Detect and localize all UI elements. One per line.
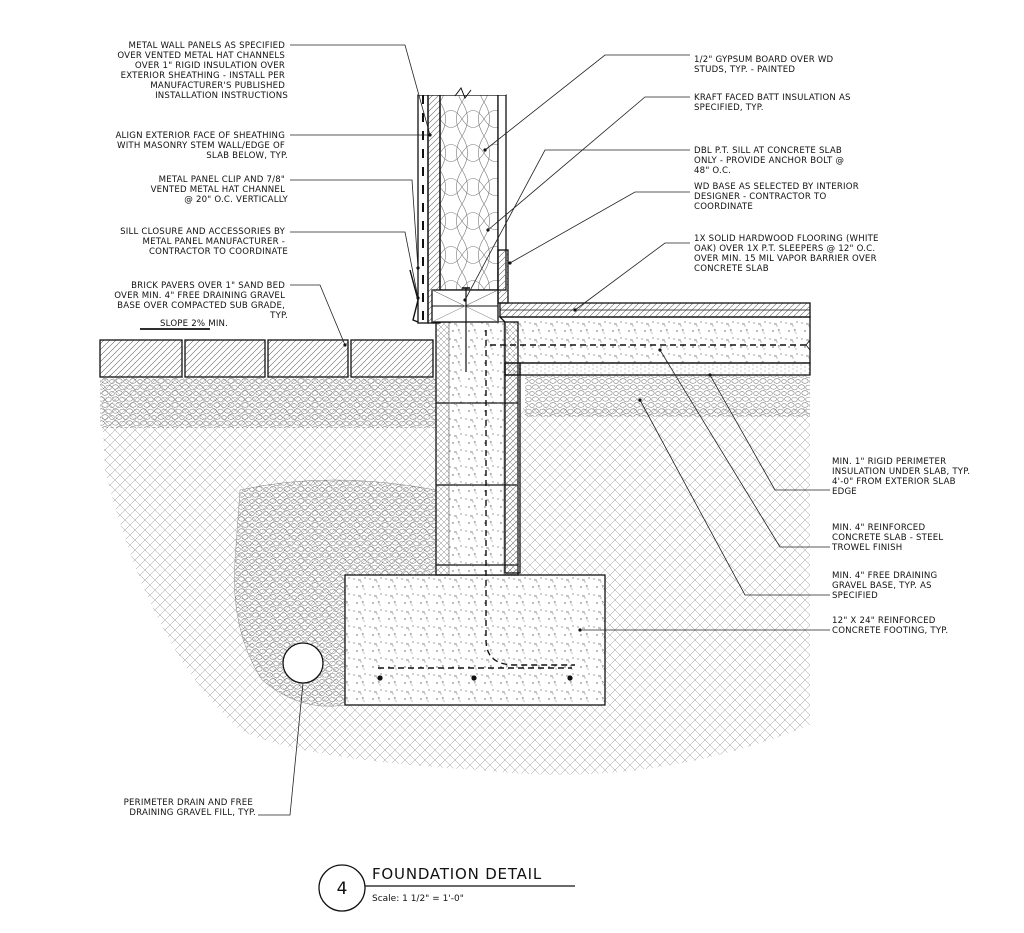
note-hardwood-flooring: 1X SOLID HARDWOOD FLOORING (WHITE OAK) O… xyxy=(694,234,882,274)
note-brick-pavers: BRICK PAVERS OVER 1" SAND BED OVER MIN. … xyxy=(114,281,288,321)
note-panel-clip: METAL PANEL CLIP AND 7/8" VENTED METAL H… xyxy=(151,175,289,205)
note-gypsum-board: 1/2" GYPSUM BOARD OVER WD STUDS, TYP. - … xyxy=(694,55,836,75)
concrete-footing xyxy=(344,574,606,706)
note-dbl-sill: DBL P.T. SILL AT CONCRETE SLAB ONLY - PR… xyxy=(694,146,847,176)
detail-number: 4 xyxy=(337,879,348,899)
detail-number-bubble xyxy=(318,864,366,912)
wood-stud-wall xyxy=(417,85,509,324)
note-rigid-perimeter-insulation: MIN. 1" RIGID PERIMETER INSULATION UNDER… xyxy=(832,457,973,497)
drain-gravel-fill xyxy=(234,479,437,707)
note-sill-closure: SILL CLOSURE AND ACCESSORIES BY METAL PA… xyxy=(120,227,288,257)
title-block: 4 FOUNDATION DETAIL Scale: 1 1/2" = 1'-0… xyxy=(318,864,575,912)
note-wd-base: WD BASE AS SELECTED BY INTERIOR DESIGNER… xyxy=(694,182,862,212)
note-metal-wall-panels: METAL WALL PANELS AS SPECIFIED OVER VENT… xyxy=(117,41,288,101)
detail-scale: Scale: 1 1/2" = 1'-0" xyxy=(372,894,464,904)
rigid-insulation-vertical xyxy=(504,362,521,574)
brick-pavers xyxy=(99,339,434,378)
paver-gravel-base xyxy=(100,378,436,428)
note-gravel-base: MIN. 4" FREE DRAINING GRAVEL BASE, TYP. … xyxy=(832,571,940,601)
note-batt-insulation: KRAFT FACED BATT INSULATION AS SPECIFIED… xyxy=(694,93,854,113)
note-footing: 12" X 24" REINFORCED CONCRETE FOOTING, T… xyxy=(832,616,948,636)
leader-lines xyxy=(258,44,830,816)
perimeter-drain-pipe xyxy=(282,642,324,684)
detail-title: FOUNDATION DETAIL xyxy=(372,865,542,883)
rigid-insulation-under-slab xyxy=(504,362,811,376)
note-reinforced-slab: MIN. 4" REINFORCED CONCRETE SLAB - STEEL… xyxy=(831,523,946,553)
note-slope: SLOPE 2% MIN. xyxy=(160,319,228,329)
note-align-exterior-face: ALIGN EXTERIOR FACE OF SHEATHING WITH MA… xyxy=(115,131,288,161)
note-perimeter-drain: PERIMETER DRAIN AND FREE DRAINING GRAVEL… xyxy=(124,798,256,818)
slab-gravel-base xyxy=(525,375,810,417)
